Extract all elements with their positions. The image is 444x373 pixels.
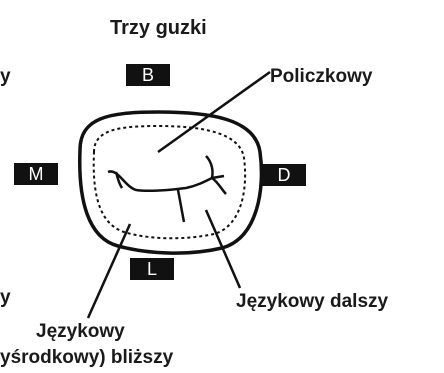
badge-lingual: L <box>130 258 174 280</box>
diagram-title: Trzy guzki <box>110 17 207 39</box>
badge-mesial: M <box>14 163 58 185</box>
distal-groove-top <box>205 155 214 179</box>
mesial-groove-left <box>114 171 124 189</box>
label-lingual-mesial-line2: yśrodkowy) bliższy <box>0 347 174 368</box>
distal-groove-side <box>211 174 225 180</box>
distal-groove-bottom <box>211 176 227 195</box>
occlusal-outline-dashed <box>92 124 247 240</box>
badge-buccal: B <box>126 64 170 86</box>
lingual-groove <box>176 189 186 223</box>
label-buccal-cusp: Policzkowy <box>270 66 373 87</box>
leader-lingual-mesial <box>86 223 132 319</box>
leader-lingual-distal <box>204 209 242 289</box>
leader-buccal <box>157 70 271 154</box>
central-groove <box>107 170 213 193</box>
crown-outline <box>78 110 264 255</box>
label-lingual-distal-cusp: Językowy dalszy <box>236 291 389 312</box>
left-bottom-fragment: y <box>0 287 11 308</box>
badge-distal: D <box>262 164 306 186</box>
label-lingual-mesial-line1: Językowy <box>36 321 125 342</box>
left-top-fragment: y <box>0 66 11 87</box>
